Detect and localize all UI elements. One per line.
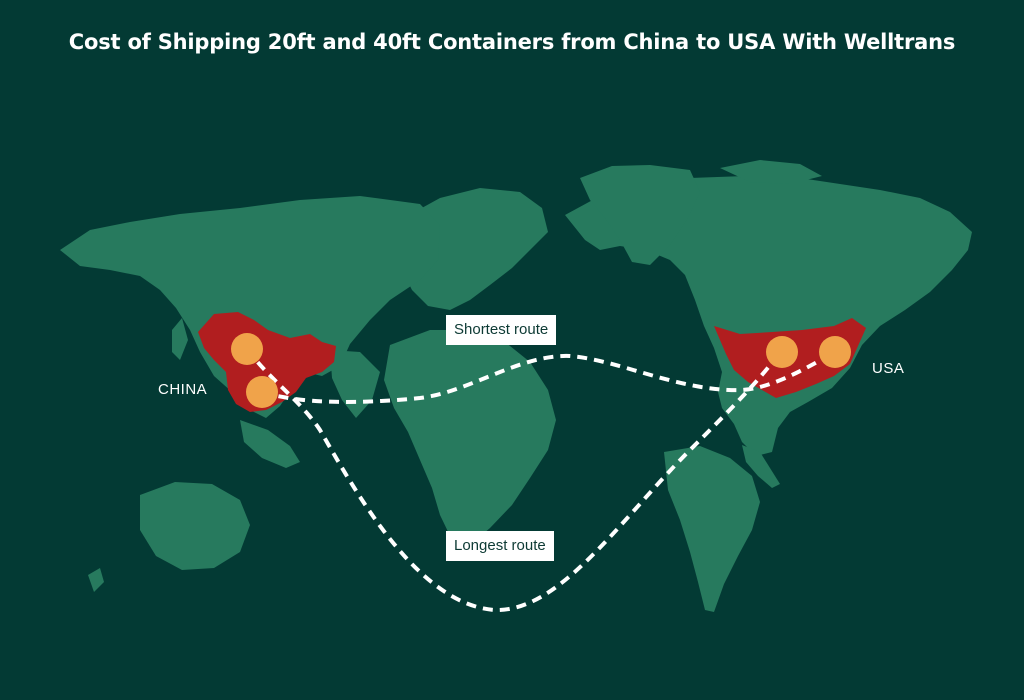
usa-port-marker-west: [766, 336, 798, 368]
china-port-marker-north: [231, 333, 263, 365]
longest-route-label: Longest route: [446, 531, 554, 561]
arctic-islands: [720, 160, 822, 184]
china-highlight: [198, 312, 336, 412]
europe: [396, 188, 548, 310]
china-label: CHINA: [158, 381, 208, 398]
south-america: [664, 446, 760, 612]
new-zealand: [88, 568, 104, 592]
africa: [384, 330, 556, 545]
china-port-marker-south: [246, 376, 278, 408]
greenland: [580, 165, 700, 265]
asia: [60, 196, 440, 418]
shortest-route-label: Shortest route: [446, 315, 557, 345]
central-america: [742, 445, 780, 488]
shortest-route-line: [261, 350, 836, 404]
usa-port-marker-east: [819, 336, 851, 368]
map-title: Cost of Shipping 20ft and 40ft Container…: [68, 30, 956, 54]
southeast-asia: [240, 420, 300, 468]
south-asia: [330, 350, 380, 418]
usa-label: USA: [872, 360, 905, 377]
australia: [140, 482, 250, 570]
japan: [172, 318, 188, 360]
